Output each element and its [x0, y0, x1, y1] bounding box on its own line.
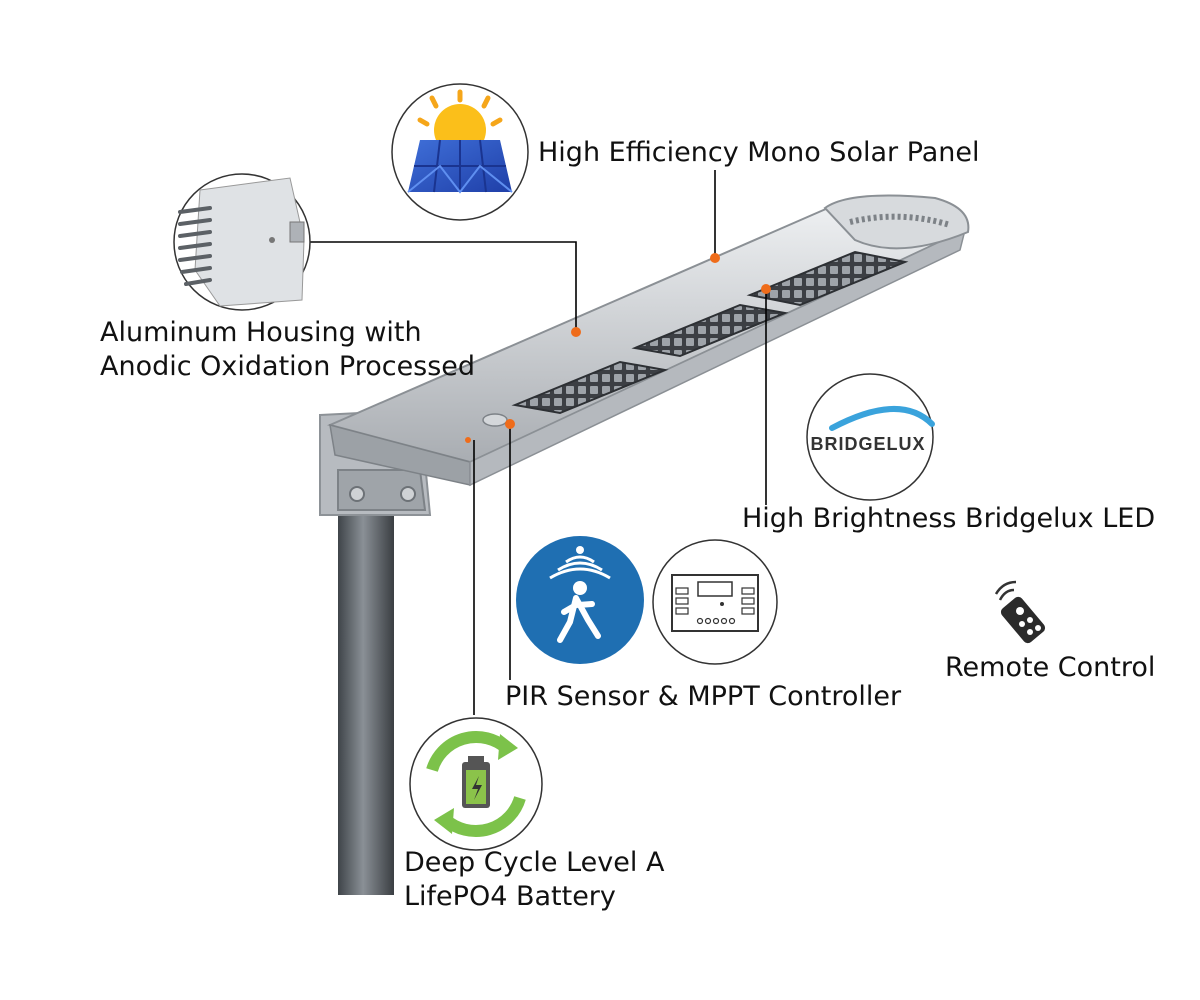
callout-dot-pir — [505, 419, 515, 429]
remote-label: Remote Control — [945, 652, 1156, 683]
heatsink-fins-icon — [173, 173, 311, 311]
motion-sensor-person-icon — [516, 536, 644, 664]
battery-label-line1: Deep Cycle Level A — [404, 847, 665, 878]
lamp-housing — [326, 194, 970, 487]
battery-recycle-icon — [409, 717, 543, 851]
battery-label: Deep Cycle Level A LifePO4 Battery — [404, 846, 664, 914]
battery-label-line2: LifePO4 Battery — [404, 881, 616, 912]
callout-dot-housing — [571, 327, 581, 337]
callout-dots — [465, 253, 771, 443]
callout-dot-battery — [465, 437, 471, 443]
housing-label-line2: Anodic Oxidation Processed — [100, 351, 476, 382]
remote-control-icon — [994, 580, 1046, 644]
callout-lines — [310, 170, 767, 715]
callout-line-housing — [310, 241, 577, 332]
pir-mppt-label: PIR Sensor & MPPT Controller — [505, 681, 902, 712]
housing-label: Aluminum Housing with Anodic Oxidation P… — [100, 316, 475, 384]
bridgelux-logo-text: BRIDGELUX — [810, 434, 925, 454]
callout-dot-led — [761, 284, 771, 294]
solar-panel-label: High Efficiency Mono Solar Panel — [538, 137, 980, 168]
housing-label-line1: Aluminum Housing with — [100, 317, 422, 348]
mppt-controller-icon — [652, 539, 778, 665]
led-modules — [482, 250, 909, 427]
callout-dot-solar — [710, 253, 720, 263]
led-label: High Brightness Bridgelux LED — [742, 503, 1156, 534]
light-pole — [338, 505, 394, 895]
solar-panel-sun-icon — [391, 83, 529, 221]
bridgelux-logo: BRIDGELUX — [806, 373, 935, 501]
